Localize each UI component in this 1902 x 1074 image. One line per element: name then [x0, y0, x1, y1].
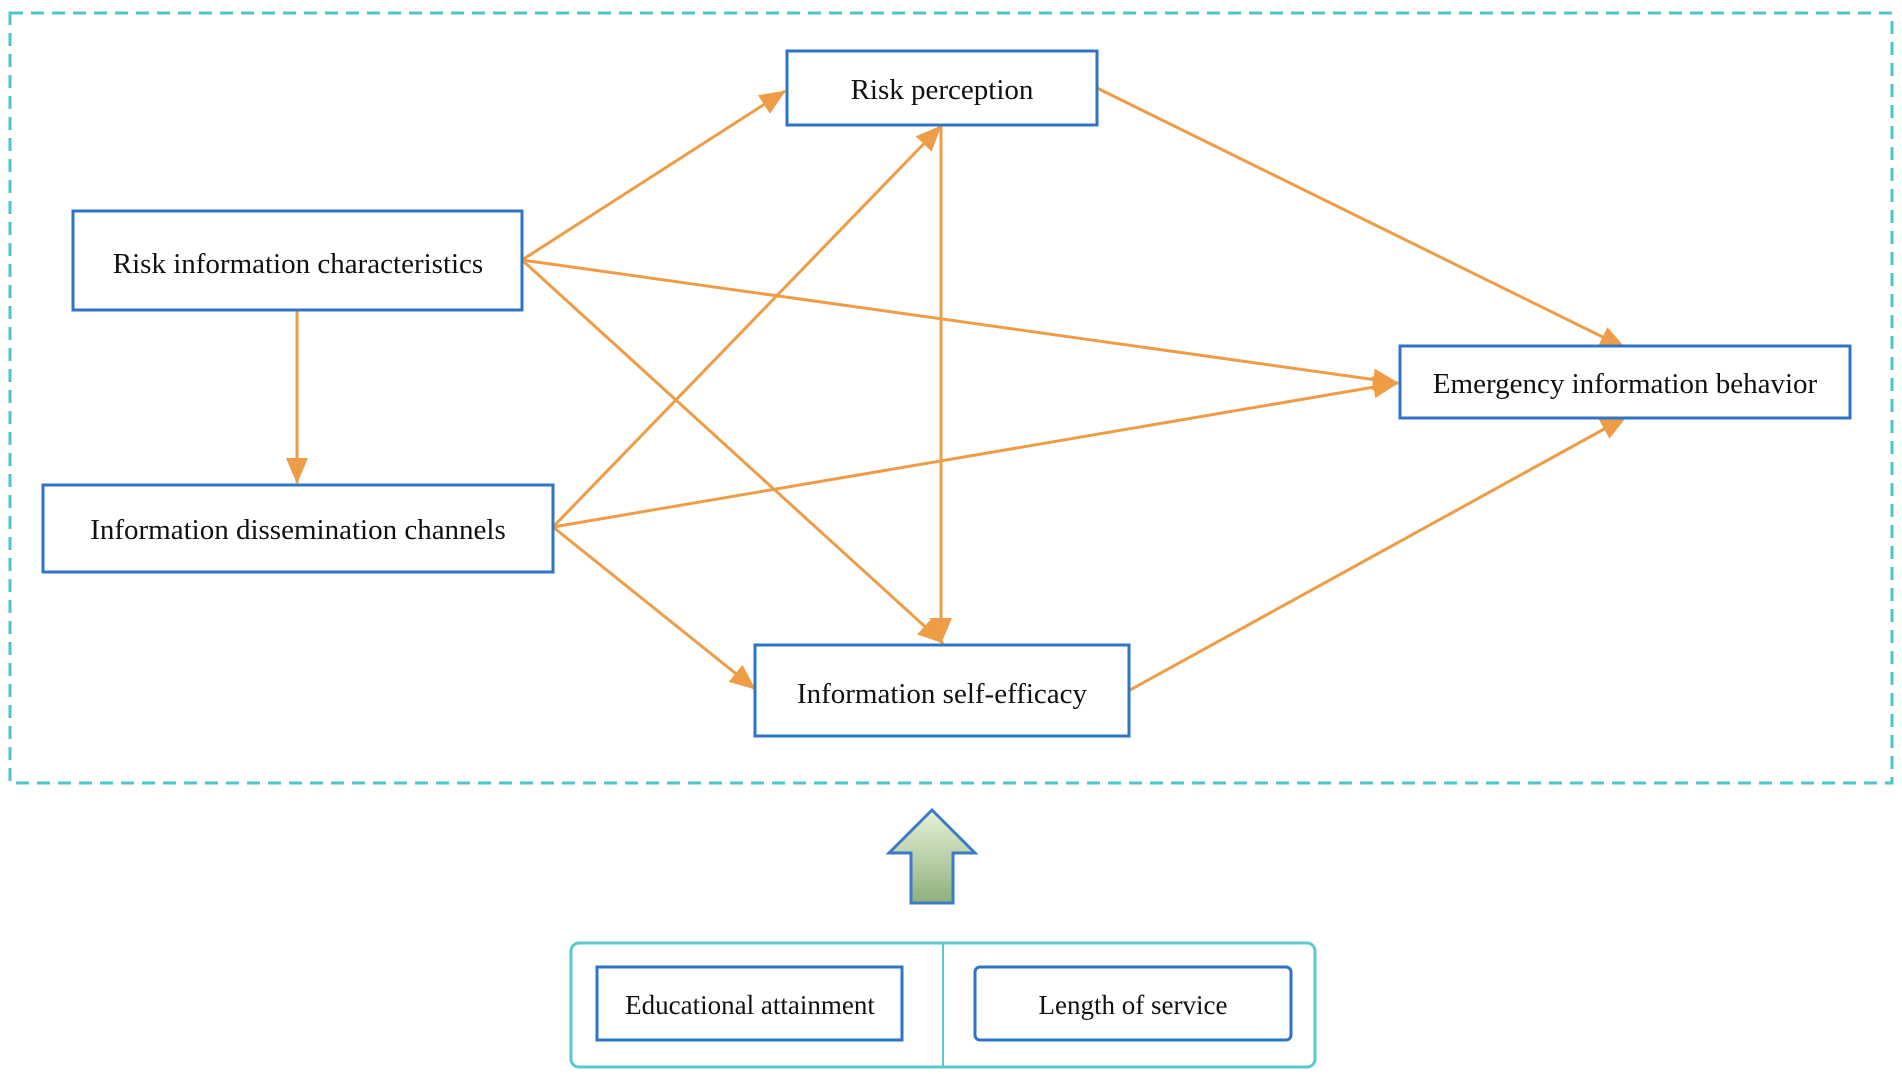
edges — [286, 86, 1627, 692]
node-label: Risk information characteristics — [113, 248, 483, 280]
edge-idc-to-rp — [551, 124, 943, 529]
edge-ric-to-rp — [521, 89, 786, 262]
edge-idc-to-eib — [552, 376, 1399, 529]
node-label: Emergency information behavior — [1433, 368, 1818, 400]
edge-idc-to-ise — [552, 525, 756, 691]
edge-ric-to-ise — [520, 258, 945, 645]
node-information-dissemination-channels: Information dissemination channels — [41, 483, 555, 574]
node-label: Information self-efficacy — [797, 678, 1088, 710]
model-frame — [8, 11, 1894, 785]
edge-ric-to-eib — [521, 258, 1399, 391]
node-label: Risk perception — [851, 74, 1034, 106]
moderator-label: Length of service — [1039, 990, 1228, 1020]
moderator-educational-attainment: Educational attainment — [595, 965, 904, 1042]
moderation-up-arrow — [885, 807, 979, 905]
moderators-panel: Educational attainment Length of service — [569, 941, 1317, 1069]
moderator-label: Educational attainment — [625, 990, 875, 1020]
edge-rp-to-eib — [1096, 86, 1626, 350]
moderator-length-of-service: Length of service — [973, 965, 1293, 1042]
edge-ise-to-eib — [1129, 415, 1627, 692]
node-risk-perception: Risk perception — [785, 49, 1099, 127]
node-emergency-information-behavior: Emergency information behavior — [1398, 344, 1852, 420]
node-risk-information-characteristics: Risk information characteristics — [71, 209, 524, 312]
node-label: Information dissemination channels — [90, 514, 506, 546]
node-information-self-efficacy: Information self-efficacy — [753, 643, 1131, 738]
